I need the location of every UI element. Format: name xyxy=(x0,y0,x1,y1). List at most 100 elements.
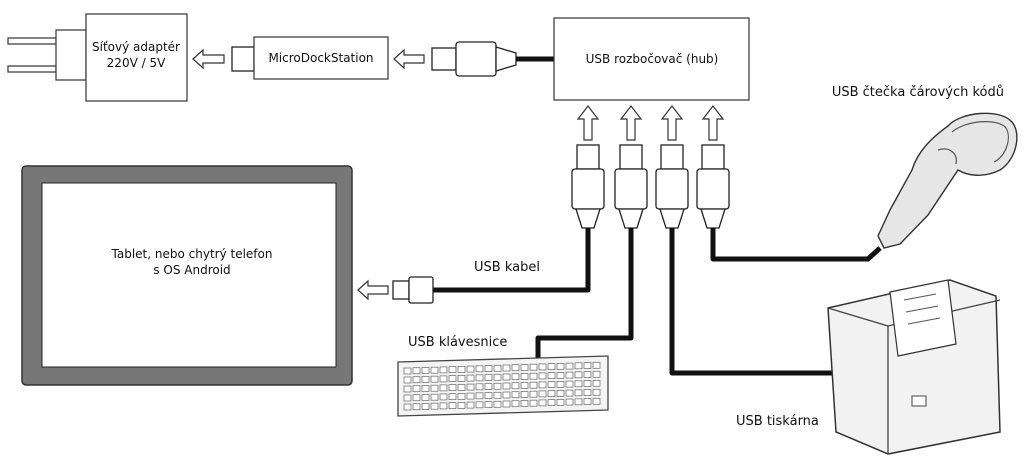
adapter-label-line1: Síťový adaptér xyxy=(92,40,180,54)
keyboard-key xyxy=(583,398,592,405)
dock-label: MicroDockStation xyxy=(268,51,373,65)
arrow-left-icon xyxy=(357,279,389,301)
scanner-label: USB čtečka čárových kódů xyxy=(832,85,1004,100)
keyboard-key xyxy=(403,376,412,384)
keyboard-key xyxy=(403,367,412,375)
cable-printer xyxy=(669,228,842,376)
keyboard-key xyxy=(493,391,502,399)
power-adapter: Síťový adaptér 220V / 5V xyxy=(85,13,188,102)
keyboard-key xyxy=(592,379,601,387)
keyboard-key xyxy=(466,401,475,409)
keyboard-key xyxy=(412,394,421,402)
usb-plug-keyboard xyxy=(614,144,648,229)
keyboard-key xyxy=(565,380,574,388)
keyboard-key xyxy=(502,373,511,381)
barcode-scanner-icon xyxy=(877,112,1018,249)
keyboard-key xyxy=(466,365,475,373)
keyboard-key xyxy=(457,393,466,400)
keyboard-key xyxy=(574,398,583,406)
keyboard-key xyxy=(556,381,565,388)
keyboard-key xyxy=(511,373,520,381)
keyboard-key xyxy=(520,400,529,407)
keyboard-key xyxy=(475,365,484,373)
usb-plug-scanner xyxy=(696,144,730,229)
keyboard-key xyxy=(556,399,565,406)
keyboard-key xyxy=(565,362,574,370)
hub-port-arrows xyxy=(576,105,725,141)
usb-cable-label: USB kabel xyxy=(474,260,540,275)
keyboard-key xyxy=(574,389,583,397)
keyboard-key xyxy=(502,391,511,399)
keyboard-key xyxy=(565,389,574,397)
keyboard-key xyxy=(547,363,556,370)
keyboard-key xyxy=(574,371,583,379)
arrow-left-icon xyxy=(393,48,425,70)
keyboard-key xyxy=(574,380,583,388)
keyboard-key xyxy=(430,393,439,401)
keyboard-key xyxy=(583,389,592,396)
keyboard-key xyxy=(574,362,583,370)
keyboard-key xyxy=(565,398,574,406)
keyboard-key xyxy=(466,383,475,391)
tablet-label-line2: s OS Android xyxy=(153,263,230,277)
keyboard-key xyxy=(592,397,601,405)
keyboard-key xyxy=(430,366,439,374)
usb-plug-into-tablet xyxy=(392,276,434,304)
printer-label: USB tiskárna xyxy=(736,414,819,429)
dock-plug xyxy=(231,46,255,72)
keyboard-key xyxy=(475,383,484,391)
keyboard-key xyxy=(439,402,448,410)
keyboard-key xyxy=(484,392,493,399)
keyboard-key xyxy=(430,375,439,383)
keyboard-key xyxy=(448,402,457,409)
keyboard-key xyxy=(592,388,601,396)
keyboard-key xyxy=(484,365,493,372)
keyboard-key xyxy=(475,374,484,382)
cable-scanner xyxy=(710,228,882,262)
keyboard-key xyxy=(529,381,538,389)
arrow-up-icon xyxy=(619,105,643,141)
keyboard-key xyxy=(592,361,601,369)
keyboard-key xyxy=(412,367,421,375)
keyboard-key xyxy=(448,384,457,391)
micro-dock-station: MicroDockStation xyxy=(253,36,389,80)
keyboard-key xyxy=(457,384,466,391)
keyboard-key xyxy=(466,392,475,400)
keyboard-key xyxy=(457,375,466,382)
keyboard-key xyxy=(511,382,520,390)
adapter-label-line2: 220V / 5V xyxy=(107,56,166,70)
keyboard-key xyxy=(448,375,457,382)
keyboard-key xyxy=(565,371,574,379)
keyboard-key xyxy=(502,364,511,372)
keyboard-key xyxy=(529,399,538,407)
keyboard-key xyxy=(538,390,547,398)
keyboard-key xyxy=(583,371,592,378)
arrow-left-icon xyxy=(192,48,225,70)
keyboard-key xyxy=(511,364,520,372)
keyboard-label: USB klávesnice xyxy=(408,335,507,350)
keyboard-key xyxy=(466,374,475,382)
keyboard-key xyxy=(520,391,529,398)
keyboard-key xyxy=(475,401,484,409)
keyboard-key xyxy=(475,392,484,400)
keyboard-key xyxy=(556,372,565,379)
keyboard-key xyxy=(439,393,448,401)
keyboard-key xyxy=(529,372,538,380)
keyboard-key xyxy=(412,403,421,411)
keyboard-key xyxy=(421,403,430,410)
keyboard-key xyxy=(547,399,556,406)
arrow-up-icon xyxy=(660,105,684,141)
keyboard-key xyxy=(520,364,529,371)
tablet-device: Tablet, nebo chytrý telefon s OS Android xyxy=(21,165,353,386)
keyboard-key xyxy=(403,403,412,411)
keyboard-key xyxy=(493,400,502,408)
keyboard-key xyxy=(538,363,547,371)
usb-hub: USB rozbočovač (hub) xyxy=(553,17,750,101)
keyboard-key xyxy=(511,400,520,408)
keyboard-key xyxy=(484,383,493,390)
keyboard-key xyxy=(448,393,457,400)
usb-plug-printer xyxy=(655,144,689,229)
keyboard-key xyxy=(448,366,457,373)
keyboard-key xyxy=(412,385,421,393)
